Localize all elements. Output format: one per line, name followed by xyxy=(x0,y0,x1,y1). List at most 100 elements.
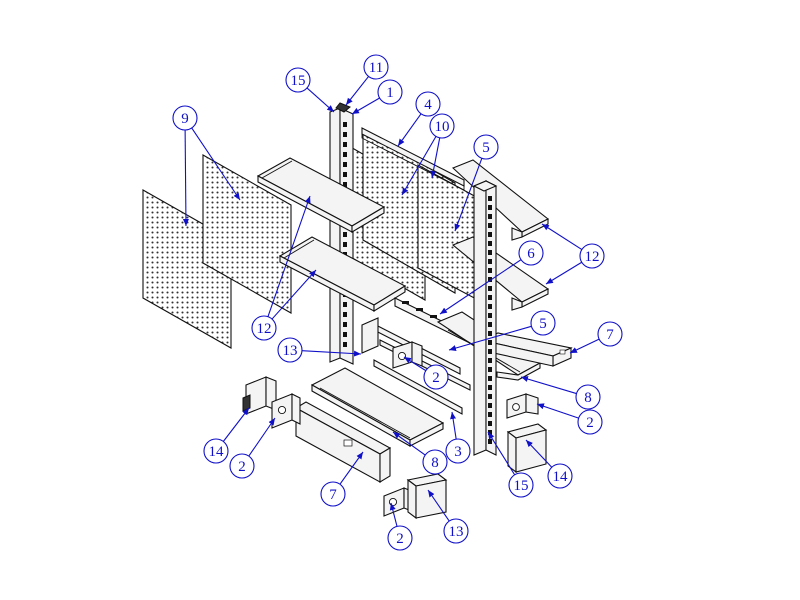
callout-number: 12 xyxy=(585,249,600,265)
bottom-bracket-set xyxy=(383,473,448,520)
callout-number: 7 xyxy=(606,327,614,343)
callout-c13a: 13 xyxy=(277,337,303,363)
callout-c1: 1 xyxy=(377,79,403,105)
callout-number: 9 xyxy=(181,111,189,127)
leader-c5a xyxy=(454,158,483,232)
callout-circle xyxy=(415,91,441,117)
end-cap-right xyxy=(506,423,548,474)
callout-circle xyxy=(443,518,469,544)
leader-c12a xyxy=(545,261,583,285)
callout-c14a: 14 xyxy=(203,438,229,464)
base-shelf-front xyxy=(310,367,445,447)
callout-c7a: 7 xyxy=(597,321,623,347)
leader-c7b xyxy=(339,451,364,485)
callout-number: 7 xyxy=(329,487,337,503)
leader-c8b xyxy=(392,431,426,456)
callout-circle xyxy=(508,472,534,498)
callout-circle xyxy=(575,384,601,410)
leader-c2a xyxy=(403,356,427,372)
leader-c12b xyxy=(267,195,311,317)
callout-circle xyxy=(579,243,605,269)
callout-number: 8 xyxy=(584,390,592,406)
callout-c10: 10 xyxy=(429,113,455,139)
callout-circle xyxy=(518,240,544,266)
callout-c11: 11 xyxy=(363,54,389,80)
callout-circle xyxy=(377,79,403,105)
leader-c14b xyxy=(525,439,553,468)
top-rail xyxy=(361,127,465,191)
callout-number: 4 xyxy=(424,97,432,113)
leader-c11 xyxy=(345,76,369,106)
callout-number: 15 xyxy=(291,73,306,89)
leader-c7a xyxy=(569,338,600,354)
leader-c5b xyxy=(448,325,532,351)
callout-circle xyxy=(172,105,198,131)
callout-circle xyxy=(251,315,277,341)
leader-c12b xyxy=(271,269,317,320)
callout-c4: 4 xyxy=(415,91,441,117)
leader-c12a xyxy=(541,223,583,250)
callout-c14b: 14 xyxy=(547,463,573,489)
leader-c2c xyxy=(248,417,276,457)
leader-c2b xyxy=(536,403,579,419)
callout-number: 1 xyxy=(386,85,394,101)
callout-c15a: 15 xyxy=(285,67,311,93)
callout-c15b: 15 xyxy=(508,472,534,498)
shelf-left-upper xyxy=(256,157,386,233)
callout-circle xyxy=(530,310,556,336)
leader-c15a xyxy=(306,87,335,113)
front-upright xyxy=(472,180,498,456)
leader-c4 xyxy=(397,113,422,147)
callout-c3: 3 xyxy=(445,438,471,464)
back-panel-left xyxy=(142,154,292,349)
callout-c12a: 12 xyxy=(579,243,605,269)
callout-number: 14 xyxy=(209,444,225,460)
end-cap-left xyxy=(242,376,301,429)
callout-number: 14 xyxy=(553,469,569,485)
callout-c8b: 8 xyxy=(422,449,448,475)
callout-c7b: 7 xyxy=(320,481,346,507)
leader-c13b xyxy=(427,489,450,522)
leader-c10 xyxy=(401,136,437,196)
callout-circle xyxy=(320,481,346,507)
callout-c8a: 8 xyxy=(575,384,601,410)
callout-circle xyxy=(445,438,471,464)
callout-number: 10 xyxy=(435,119,450,135)
callout-circle xyxy=(547,463,573,489)
callout-number: 5 xyxy=(482,140,490,156)
callout-number: 3 xyxy=(454,444,462,460)
leader-c8a xyxy=(520,376,577,395)
callout-circle xyxy=(363,54,389,80)
callout-number: 8 xyxy=(431,455,439,471)
callout-c2c: 2 xyxy=(229,453,255,479)
callout-circle xyxy=(577,409,603,435)
leader-c2d xyxy=(389,502,398,527)
rear-upright xyxy=(329,102,354,365)
callout-c6: 6 xyxy=(518,240,544,266)
callout-number: 11 xyxy=(369,60,383,76)
callout-circle xyxy=(422,449,448,475)
callout-number: 2 xyxy=(396,531,404,547)
leader-c9 xyxy=(182,129,189,227)
callout-c2a: 2 xyxy=(423,364,449,390)
leader-c9 xyxy=(191,127,241,201)
callout-circle xyxy=(229,453,255,479)
callout-c13b: 13 xyxy=(443,518,469,544)
callout-c2d: 2 xyxy=(387,525,413,551)
leader-c6 xyxy=(439,259,522,315)
leader-c10 xyxy=(430,137,441,179)
callout-number: 5 xyxy=(539,316,547,332)
callout-circle xyxy=(429,113,455,139)
callout-number: 13 xyxy=(449,524,464,540)
shelf-right-upper xyxy=(451,159,550,241)
callout-number: 2 xyxy=(586,415,594,431)
callout-circle xyxy=(387,525,413,551)
callout-c9: 9 xyxy=(172,105,198,131)
callout-circle xyxy=(473,134,499,160)
leader-c13a xyxy=(301,350,362,357)
callout-circle xyxy=(597,321,623,347)
callout-c5b: 5 xyxy=(530,310,556,336)
